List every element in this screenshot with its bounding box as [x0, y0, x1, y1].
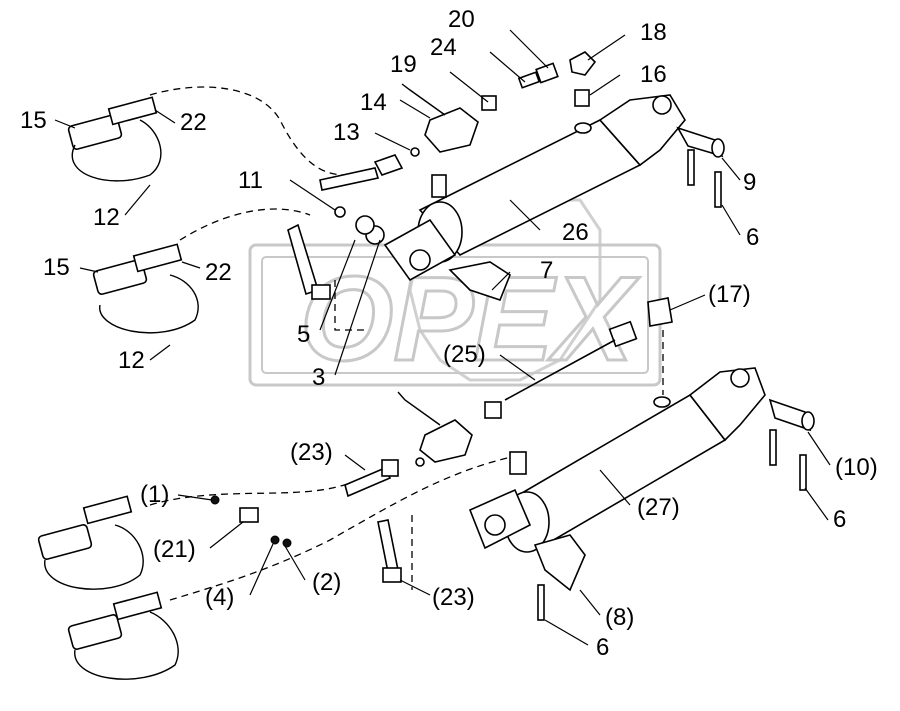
label-11: 11 [238, 167, 263, 194]
label-23-upper: (23) [290, 439, 333, 466]
label-21: (21) [153, 536, 196, 563]
label-8: (8) [605, 604, 634, 631]
label-14: 14 [360, 89, 387, 116]
label-12-middle: 12 [118, 347, 145, 374]
label-3: 3 [312, 364, 325, 391]
label-18: 18 [640, 19, 667, 46]
coupler-middle [92, 243, 199, 334]
label-27: (27) [637, 494, 680, 521]
quick-couplers [37, 96, 199, 680]
label-15-upper: 15 [20, 107, 47, 134]
fittings [210, 51, 673, 548]
label-19: 19 [390, 51, 417, 78]
label-7: 7 [540, 257, 553, 284]
label-16: 16 [640, 61, 667, 88]
upper-cylinder [383, 94, 686, 282]
label-10: (10) [835, 454, 878, 481]
label-5: 5 [297, 321, 310, 348]
hose-ends [287, 154, 404, 583]
label-23-lower: (23) [432, 584, 475, 611]
ball-valves [397, 83, 479, 463]
label-17: (17) [708, 281, 751, 308]
label-26: 26 [562, 219, 589, 246]
callout-labels: 20 18 24 19 16 14 15 22 13 9 11 12 26 6 … [20, 6, 878, 661]
label-22-upper: 22 [180, 109, 207, 136]
label-6-upper: 6 [746, 224, 759, 251]
label-6-right: 6 [833, 506, 846, 533]
label-1: (1) [140, 481, 169, 508]
lower-cylinder [468, 367, 766, 553]
label-25: (25) [443, 341, 486, 368]
pins [448, 126, 815, 621]
label-22-middle: 22 [205, 259, 232, 286]
label-2: (2) [312, 569, 341, 596]
leader-lines [54, 29, 831, 646]
label-12-upper: 12 [93, 204, 120, 231]
label-24: 24 [430, 34, 457, 61]
label-9: 9 [743, 169, 756, 196]
coupler-lower-1 [37, 495, 144, 590]
label-4: (4) [205, 584, 234, 611]
label-6-lower: 6 [596, 634, 609, 661]
label-20: 20 [448, 6, 475, 33]
coupler-lower-2 [67, 591, 179, 680]
label-13: 13 [333, 119, 360, 146]
label-15-middle: 15 [43, 254, 70, 281]
coupler-upper [67, 96, 162, 182]
